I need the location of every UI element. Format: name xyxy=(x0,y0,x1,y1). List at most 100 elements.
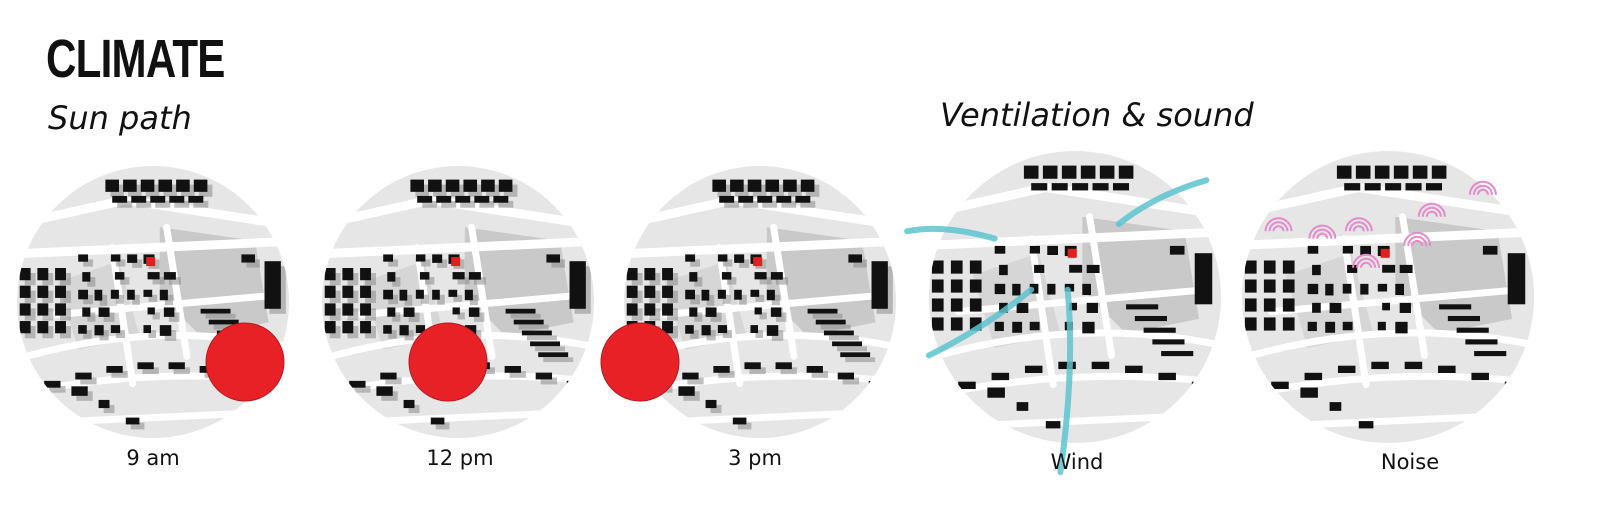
building-shadow xyxy=(103,312,115,322)
building xyxy=(241,254,255,263)
building xyxy=(931,298,944,312)
building xyxy=(712,179,726,192)
building xyxy=(1364,183,1381,191)
building-shadow xyxy=(690,259,701,267)
building xyxy=(1029,245,1040,254)
building xyxy=(1405,183,1422,191)
building-shadow xyxy=(422,200,438,208)
building xyxy=(1382,302,1390,311)
building xyxy=(766,289,775,301)
building-shadow xyxy=(755,294,765,302)
building xyxy=(775,362,792,370)
building xyxy=(705,307,717,317)
street xyxy=(17,236,289,259)
sun-marker xyxy=(408,322,488,402)
site-map-noise xyxy=(1242,151,1534,443)
building xyxy=(721,272,732,280)
street xyxy=(929,329,1221,367)
building xyxy=(750,325,758,334)
building xyxy=(432,289,440,300)
building xyxy=(1244,298,1257,312)
building xyxy=(795,195,811,203)
panel-3pm: 3 pm xyxy=(0,0,896,470)
building xyxy=(1016,402,1029,411)
building-shadow xyxy=(388,294,398,305)
street xyxy=(163,223,191,360)
building xyxy=(415,254,426,262)
building xyxy=(158,179,173,192)
noise-wave xyxy=(1468,180,1497,195)
building-shadow xyxy=(392,277,401,287)
open-space xyxy=(464,227,574,336)
building-shadow xyxy=(775,277,788,285)
noise-wave xyxy=(1356,257,1377,268)
building-shadow xyxy=(152,277,165,285)
building-shadow xyxy=(853,259,867,268)
building-shadow xyxy=(811,370,828,378)
building xyxy=(1329,402,1342,411)
building-shadow xyxy=(76,391,93,401)
building xyxy=(342,268,354,281)
building xyxy=(662,285,673,298)
building-shadow xyxy=(193,200,209,208)
building-shadow xyxy=(722,294,731,304)
noise-wave xyxy=(1352,225,1365,232)
building xyxy=(110,325,121,333)
building xyxy=(1282,317,1295,331)
building xyxy=(1263,279,1276,293)
building xyxy=(950,298,963,312)
building-shadow xyxy=(388,259,399,267)
building-shadow xyxy=(469,294,478,306)
building xyxy=(1307,245,1319,254)
building xyxy=(342,321,354,334)
map-content xyxy=(322,166,594,438)
building-shadow xyxy=(510,313,541,319)
building xyxy=(969,298,982,312)
building xyxy=(1282,279,1295,293)
wind-arrow xyxy=(1115,177,1210,227)
building-shadow xyxy=(115,330,126,338)
building xyxy=(770,307,782,317)
building xyxy=(169,195,185,203)
building xyxy=(717,325,728,333)
building xyxy=(1385,183,1402,191)
building xyxy=(455,195,471,203)
building-shadow xyxy=(749,367,766,375)
building-shadow xyxy=(694,277,703,287)
building-shadow xyxy=(142,367,159,375)
building xyxy=(662,303,673,316)
building xyxy=(765,179,780,192)
building xyxy=(98,399,110,409)
building xyxy=(701,289,710,301)
building xyxy=(685,254,696,262)
building xyxy=(1482,245,1498,255)
building xyxy=(776,195,792,203)
building-shadow xyxy=(132,294,140,305)
building xyxy=(1069,264,1083,273)
building-shadow xyxy=(526,335,557,341)
building xyxy=(78,325,87,334)
building-shadow xyxy=(690,330,699,339)
building xyxy=(383,325,392,334)
building xyxy=(82,307,91,317)
building-shadow xyxy=(718,370,735,378)
building xyxy=(452,272,465,280)
building xyxy=(200,308,231,314)
building xyxy=(463,179,478,192)
map-content xyxy=(17,166,289,438)
building-shadow xyxy=(722,259,733,267)
building xyxy=(125,417,140,425)
building xyxy=(176,179,190,192)
building xyxy=(37,303,49,316)
building xyxy=(208,319,239,325)
building xyxy=(71,386,88,396)
building-shadow xyxy=(540,377,558,385)
building xyxy=(1355,165,1371,179)
street xyxy=(1027,235,1057,389)
building-shadow xyxy=(755,330,763,339)
building-shadow xyxy=(103,404,115,414)
building-shadow xyxy=(478,367,495,375)
noise-wave xyxy=(1407,235,1428,247)
building xyxy=(94,325,104,336)
building xyxy=(445,179,460,192)
